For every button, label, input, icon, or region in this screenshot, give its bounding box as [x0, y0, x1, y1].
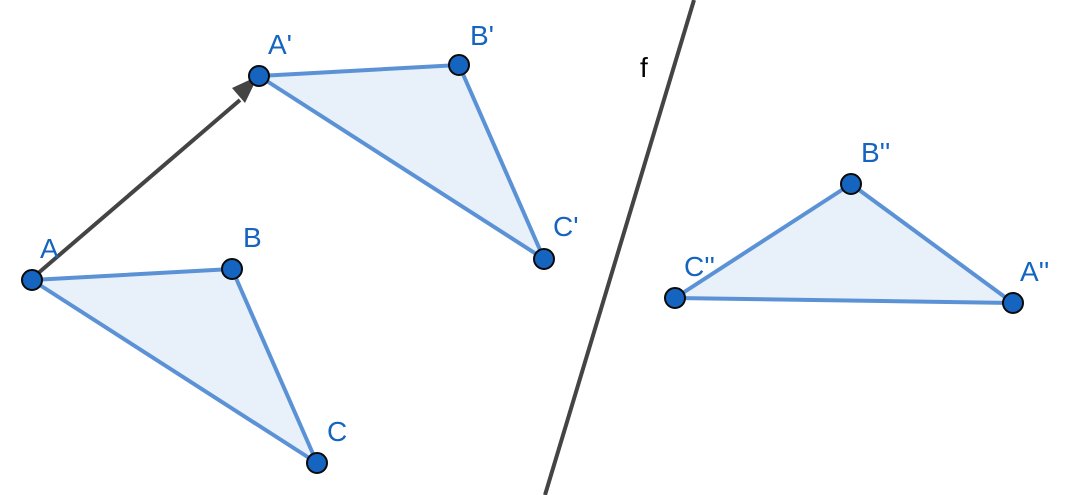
- point-B[interactable]: [221, 258, 243, 280]
- label-A-double-prime: A'': [1020, 256, 1049, 287]
- line-label-f: f: [640, 52, 648, 83]
- point-A[interactable]: [21, 269, 43, 291]
- label-C: C: [327, 416, 347, 447]
- point-A-double-prime[interactable]: [1002, 292, 1024, 314]
- label-A-prime: A': [268, 29, 292, 60]
- translation-vector: [34, 98, 242, 277]
- triangle-reflected: [673, 182, 1015, 305]
- label-C-prime: C': [553, 211, 579, 242]
- label-A: A: [40, 233, 59, 264]
- point-A-prime[interactable]: [248, 65, 270, 87]
- label-B-double-prime: B'': [861, 137, 890, 168]
- triangle-translated: [257, 63, 546, 261]
- label-B-prime: B': [470, 20, 494, 51]
- point-C-prime[interactable]: [533, 248, 555, 270]
- triangle-original: [30, 267, 319, 465]
- point-B-double-prime[interactable]: [840, 173, 862, 195]
- label-B: B: [243, 222, 262, 253]
- point-B-prime[interactable]: [448, 54, 470, 76]
- label-C-double-prime: C'': [684, 251, 715, 282]
- point-C-double-prime[interactable]: [664, 287, 686, 309]
- point-C[interactable]: [306, 452, 328, 474]
- reflection-line-f: [543, 0, 696, 495]
